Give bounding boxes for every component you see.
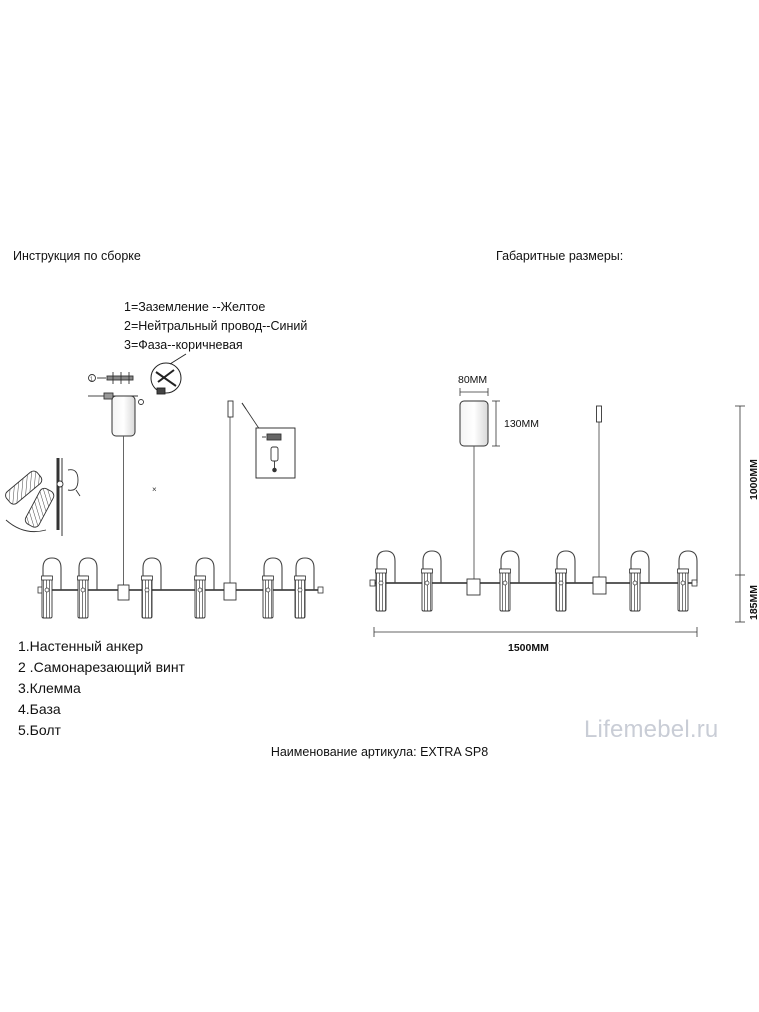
marker-x: ×: [152, 485, 157, 494]
watermark: Lifemebel.ru: [584, 716, 719, 743]
lamp-shade: [262, 557, 283, 619]
dim-label-canopy-width: 80MM: [458, 374, 487, 386]
lamp-shade: [555, 550, 576, 612]
part-item: 5.Болт: [18, 722, 61, 738]
svg-text:1: 1: [90, 377, 93, 383]
dim-label-canopy-height: 130MM: [504, 418, 539, 430]
wiring-neutral: 2=Нейтральный провод--Синий: [124, 319, 308, 333]
parts-list: 1.Настенный анкер 2 .Самонарезающий винт…: [18, 636, 185, 741]
part-item: 4.База: [18, 701, 61, 717]
wiring-ground: 1=Заземление --Желтое: [124, 300, 266, 314]
lamp-shade: [375, 550, 396, 612]
dimension-fixture: 80MM 130MM 1500MM 1000MM 185MM: [369, 374, 759, 654]
lamp-shade: [421, 550, 442, 612]
canopy: [111, 395, 136, 437]
lamp-shade: [194, 557, 215, 619]
part-item: 1.Настенный анкер: [18, 638, 144, 654]
hook-mount-icon: [241, 402, 296, 479]
cable-grip: [227, 400, 234, 418]
mount-block: [117, 584, 130, 601]
mount-block: [466, 578, 481, 596]
wiring-phase: 3=Фаза--коричневая: [124, 338, 243, 352]
lamp-shades: [375, 550, 698, 612]
lamp-shade: [677, 550, 698, 612]
mount-block: [592, 576, 607, 595]
bar-end-cap: [317, 586, 324, 594]
assembly-fixture: 1: [5, 353, 324, 619]
lamp-shade: [77, 557, 98, 619]
bar-end-cap: [691, 579, 698, 587]
article-name: Наименование артикула: EXTRA SP8: [270, 745, 489, 759]
dim-label-drop-height: 1000MM: [748, 459, 759, 500]
cable-grip: [596, 405, 602, 423]
lamp-shade: [41, 557, 62, 619]
canopy: [459, 400, 489, 447]
bar-end-cap: [369, 579, 376, 587]
lamp-shade: [141, 557, 162, 619]
mount-block: [223, 582, 237, 601]
lamp-shades: [41, 557, 315, 619]
dim-label-total-width: 1500MM: [508, 642, 549, 654]
wiring-closeup: [150, 353, 187, 395]
wiring-legend: 1=Заземление --Желтое 2=Нейтральный пров…: [124, 298, 307, 355]
lamp-shade: [499, 550, 520, 612]
swivel-spot-icon: [5, 458, 81, 536]
assembly-heading: Инструкция по сборке: [13, 249, 141, 263]
wire-connector-icon: 1: [88, 372, 144, 405]
dimensions-heading: Габаритные размеры:: [496, 249, 624, 263]
part-item: 3.Клемма: [18, 680, 81, 696]
lamp-shade: [629, 550, 650, 612]
part-item: 2 .Самонарезающий винт: [18, 659, 185, 675]
dim-label-fixture-height: 185MM: [748, 585, 759, 620]
lamp-shade: [294, 557, 315, 619]
